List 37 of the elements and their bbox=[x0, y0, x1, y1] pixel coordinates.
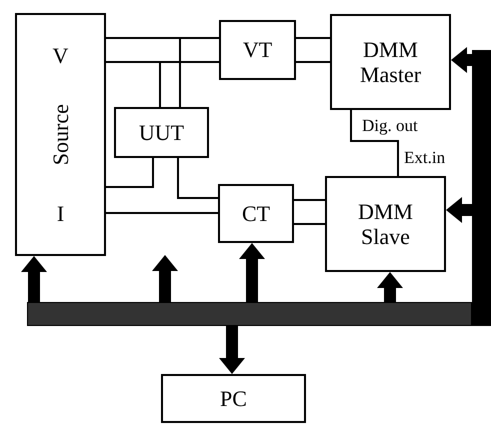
process-box bbox=[161, 374, 306, 423]
process-box bbox=[325, 176, 446, 272]
bus-bar bbox=[472, 50, 491, 326]
wire bbox=[350, 110, 399, 176]
port-label: Ext.in bbox=[404, 148, 446, 168]
node-label: DMM Slave bbox=[356, 198, 414, 250]
node-label: Source bbox=[48, 104, 74, 166]
process-box bbox=[219, 20, 296, 80]
terminal-label: V bbox=[52, 43, 68, 68]
bus-arrow bbox=[219, 326, 245, 374]
bus-arrow bbox=[377, 272, 403, 302]
bus-bar bbox=[27, 302, 472, 326]
wire bbox=[106, 158, 154, 188]
wire bbox=[179, 37, 219, 107]
wire bbox=[296, 61, 330, 63]
process-box bbox=[218, 184, 294, 243]
node-label: PC bbox=[220, 386, 247, 412]
node-label: DMM Master bbox=[358, 36, 422, 88]
process-box bbox=[330, 14, 451, 110]
wire bbox=[159, 61, 219, 107]
bus-arrow bbox=[451, 47, 472, 73]
bus-arrow bbox=[446, 197, 472, 223]
source-box bbox=[15, 13, 106, 256]
node-label: CT bbox=[242, 200, 270, 226]
terminal-label: I bbox=[56, 200, 64, 226]
process-box bbox=[114, 107, 209, 158]
wire bbox=[294, 223, 325, 225]
wire bbox=[106, 212, 218, 214]
node-label: VT bbox=[242, 37, 272, 63]
bus-arrow bbox=[152, 255, 178, 302]
wire bbox=[294, 199, 325, 201]
wire bbox=[177, 158, 218, 199]
node-label: UUT bbox=[138, 120, 184, 146]
wire bbox=[296, 37, 330, 39]
port-label: Dig. out bbox=[362, 116, 418, 136]
bus-arrow bbox=[21, 256, 47, 302]
bus-arrow bbox=[239, 243, 265, 302]
